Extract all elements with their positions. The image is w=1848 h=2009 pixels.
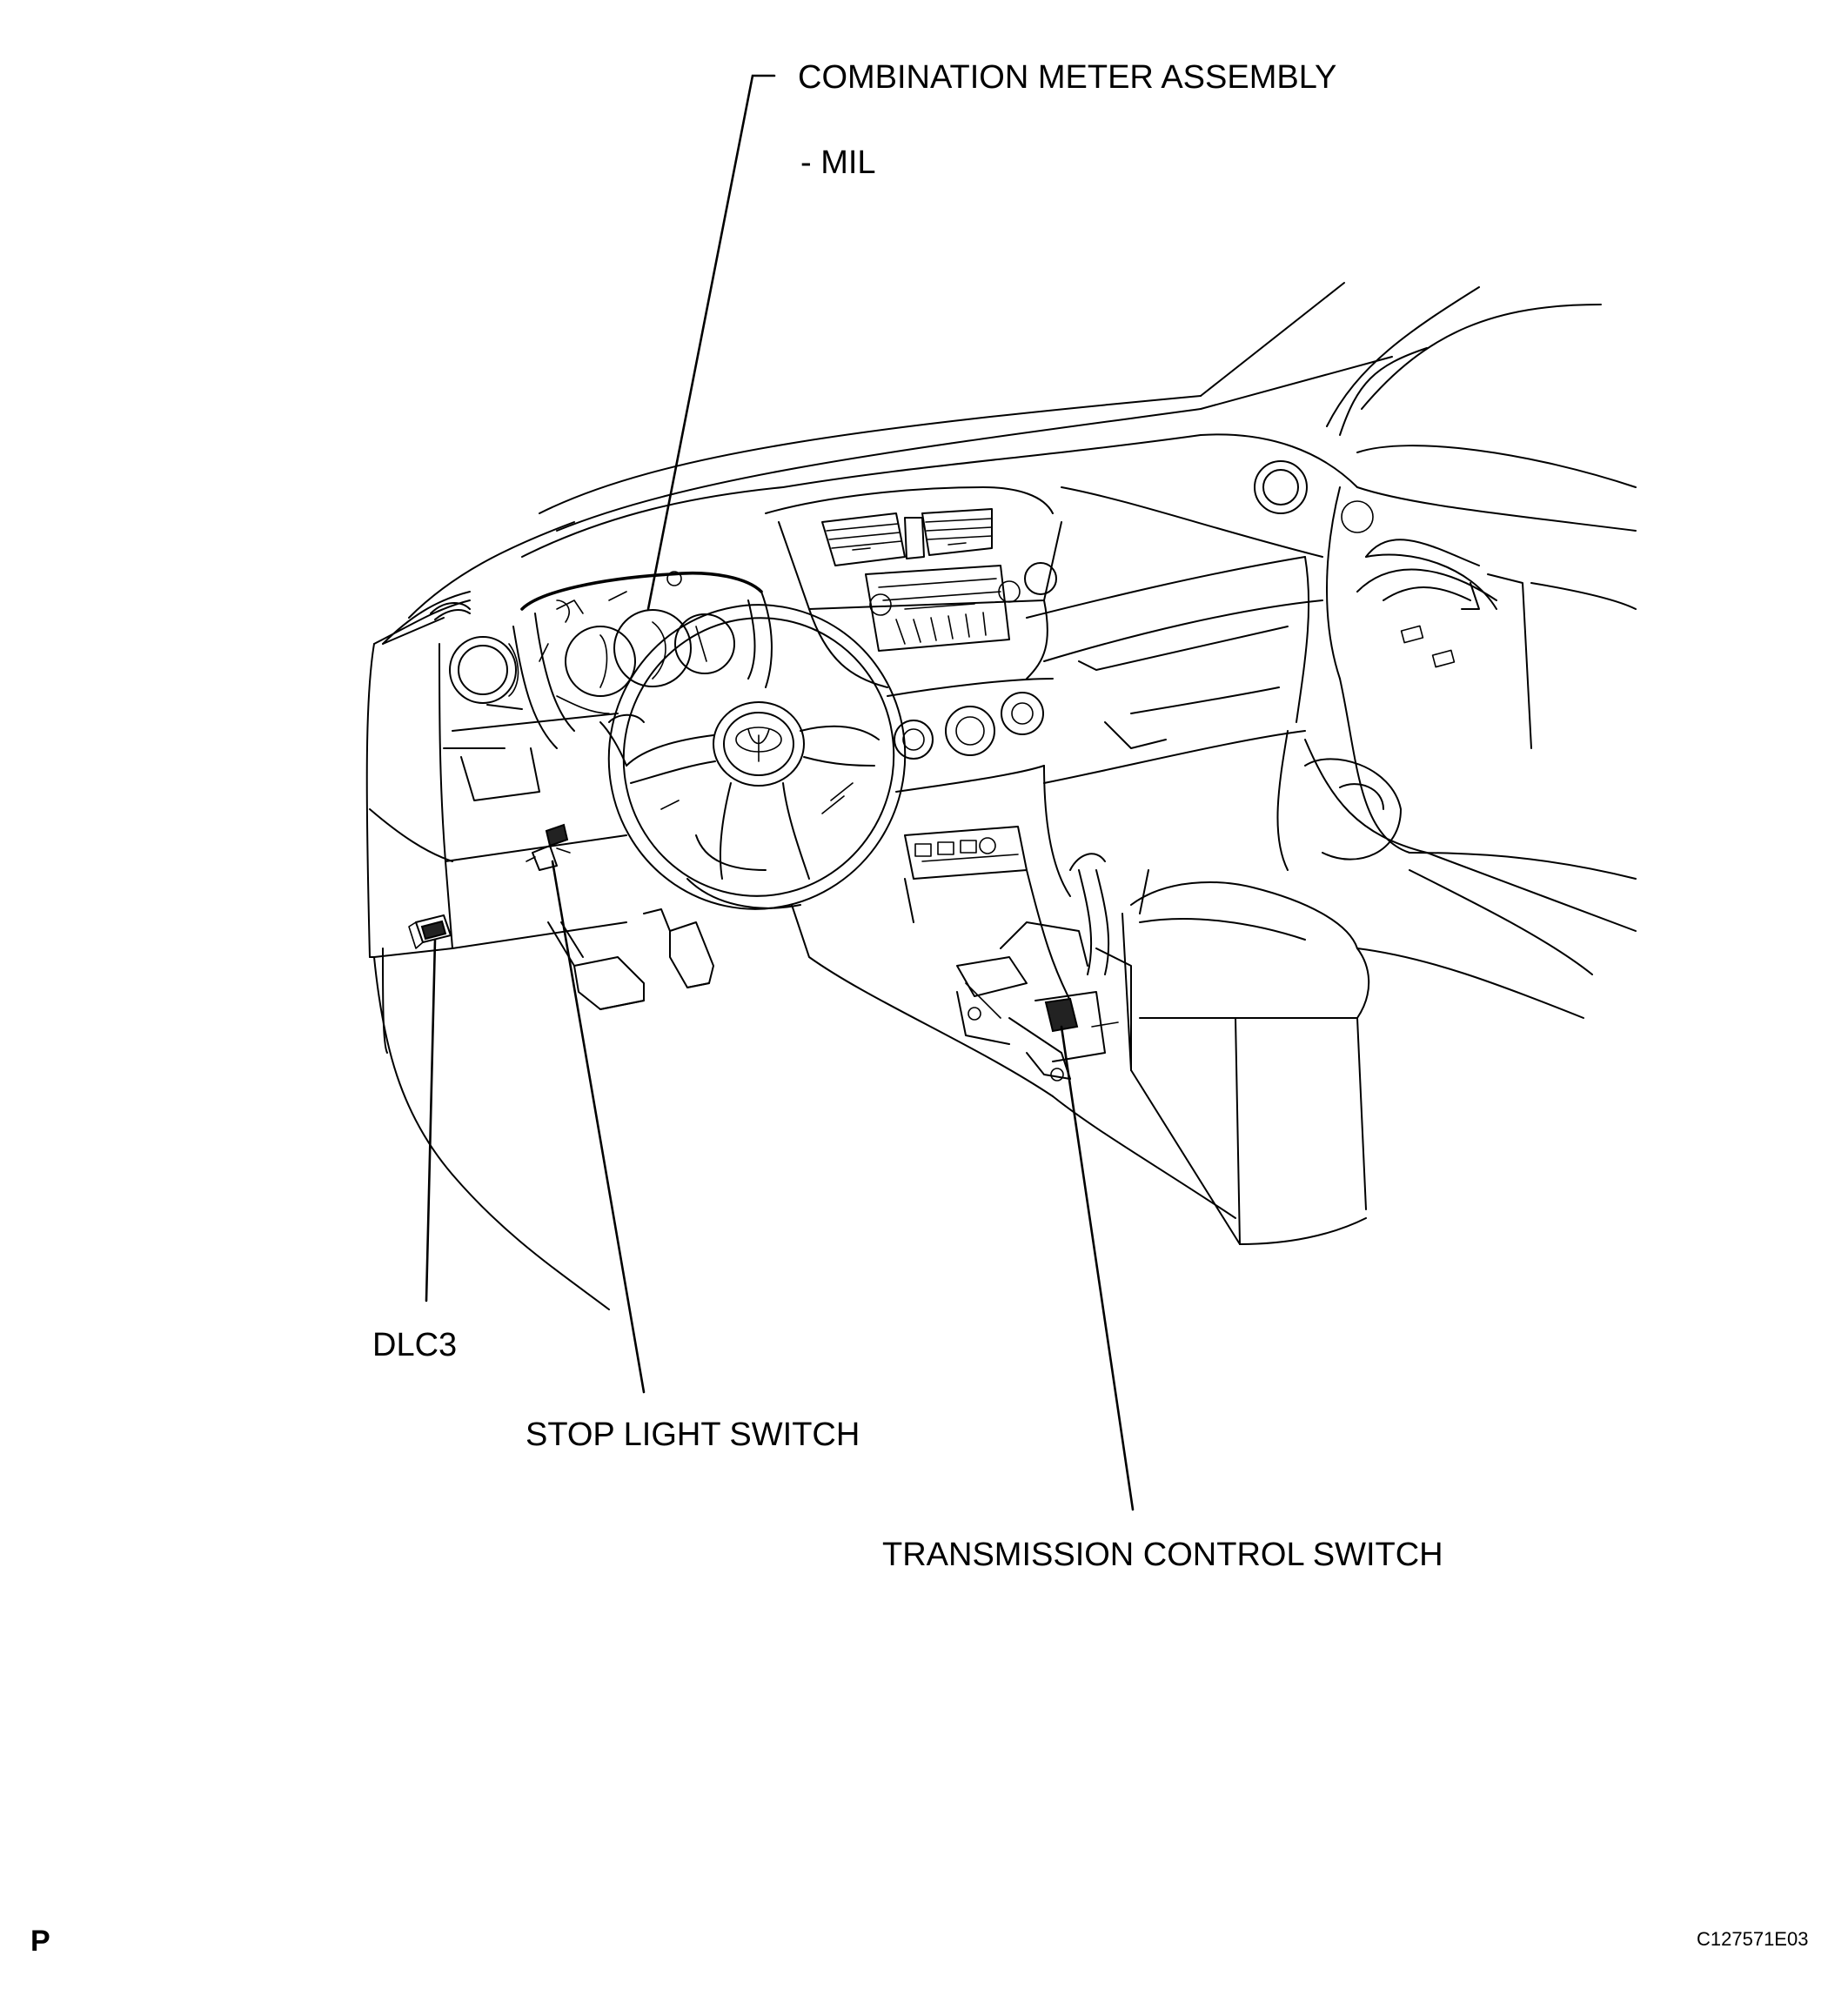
floor-outline (791, 869, 1584, 1219)
dlc3-drawing (408, 914, 452, 949)
stop-light-switch-drawing (526, 823, 571, 871)
leader-lines (425, 74, 1135, 1511)
combination-meter-drawing (512, 571, 773, 749)
leader-stop-light-switch (551, 860, 646, 1394)
leader-combination-meter (646, 74, 776, 611)
right-air-vent (1254, 460, 1374, 533)
leader-transmission-control-switch (1060, 1025, 1135, 1511)
center-console (1122, 881, 1370, 1245)
leader-dlc3 (425, 938, 437, 1303)
section-letter: P (30, 1925, 50, 1958)
shift-lever-assembly (956, 853, 1132, 1082)
mil-label: - MIL (800, 144, 876, 181)
dlc3-label: DLC3 (372, 1327, 458, 1363)
pedals (547, 908, 714, 1010)
figure-code: C127571E03 (1697, 1928, 1809, 1950)
left-dash-panel (365, 599, 627, 1310)
transmission-control-switch-label: TRANSMISSION CONTROL SWITCH (882, 1537, 1443, 1573)
stop-light-switch-label: STOP LIGHT SWITCH (526, 1416, 860, 1453)
steering-wheel (599, 604, 907, 910)
combination-meter-label: COMBINATION METER ASSEMBLY (798, 59, 1337, 96)
left-air-vent (430, 602, 519, 704)
center-stack (765, 486, 1071, 1001)
dashboard-outline (382, 282, 1637, 975)
